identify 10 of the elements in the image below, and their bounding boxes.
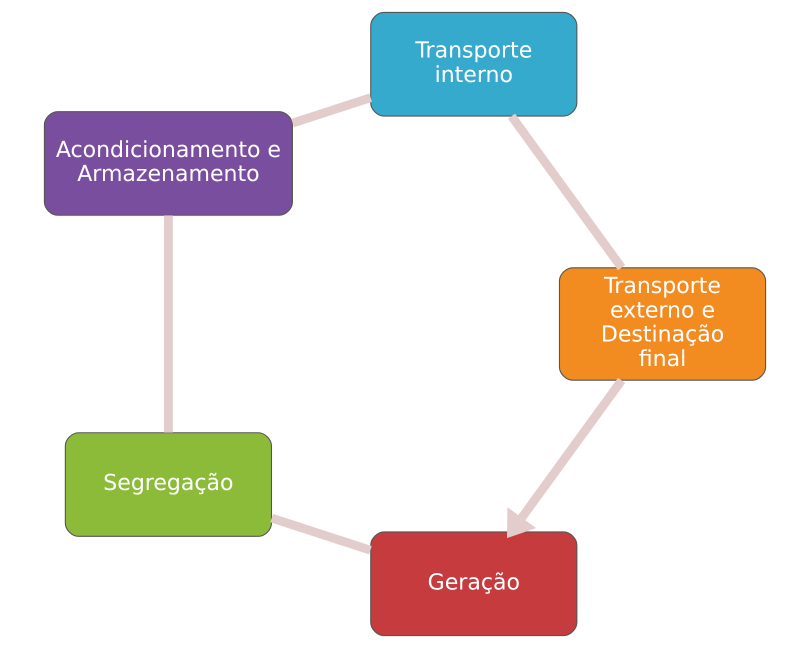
node-box: Transporte interno: [370, 12, 577, 117]
node-box: Geração: [370, 531, 577, 636]
connector: [270, 514, 372, 554]
connector: [290, 94, 372, 128]
node-box: Transporte externo e Destinação final: [558, 267, 766, 381]
node-box: Acondicionamento e Armazenamento: [43, 111, 292, 216]
connector: [507, 114, 625, 270]
arrow: [506, 378, 625, 538]
connector: [164, 215, 172, 433]
node-box: Segregação: [64, 432, 272, 537]
